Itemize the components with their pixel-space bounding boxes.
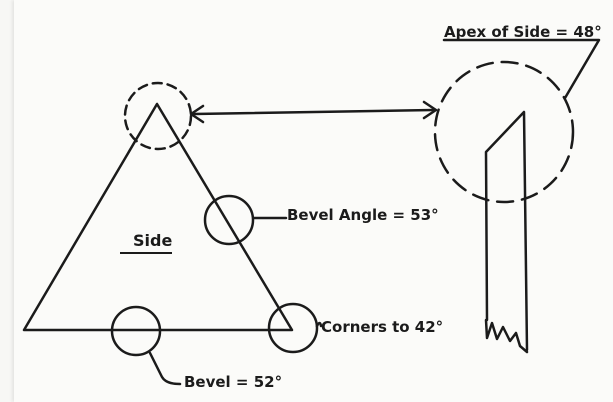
bevel-circle — [110, 305, 162, 357]
side-triangle — [22, 102, 294, 332]
detail-arrow-right-head — [422, 100, 438, 120]
bevel-leader — [148, 351, 182, 386]
side-label: Side — [133, 231, 173, 250]
corner-circle — [267, 302, 319, 354]
apex-label-leader — [442, 38, 601, 100]
bevel-label: Bevel = 52° — [184, 373, 283, 391]
apex-sliver-broken-end — [484, 318, 529, 354]
apex-of-side-label: Apex of Side = 48° — [444, 23, 602, 41]
corners-label: Corners to 42° — [321, 318, 444, 336]
apex-sliver-outline — [484, 110, 529, 352]
side-label-underline — [120, 252, 172, 254]
apex-magnified-circle — [433, 60, 575, 204]
detail-arrow-left-head — [189, 104, 205, 124]
apex-detail-circle — [123, 81, 193, 151]
bevel-angle-label: Bevel Angle = 53° — [287, 206, 439, 224]
detail-arrow-shaft — [192, 108, 435, 116]
bevel-angle-circle — [203, 194, 255, 246]
corner-leader — [315, 321, 323, 328]
